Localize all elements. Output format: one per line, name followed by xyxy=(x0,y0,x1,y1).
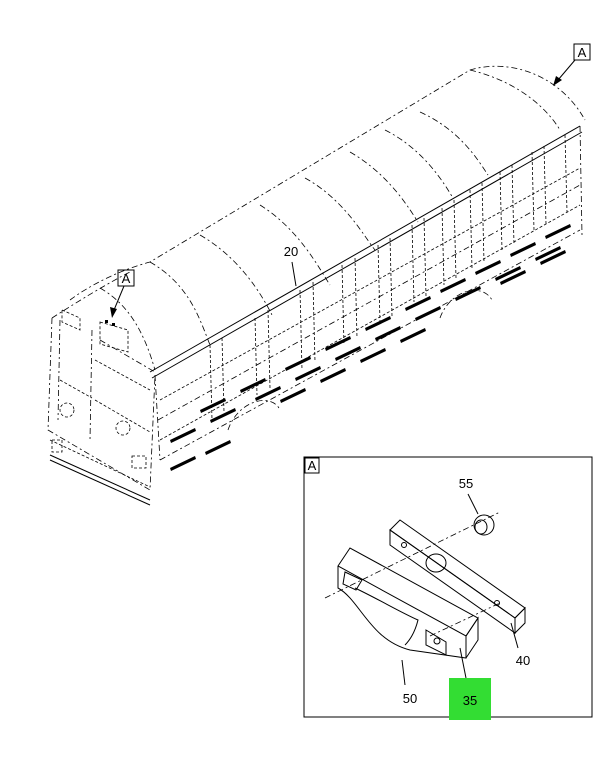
mounting-plate-callout-label: 40 xyxy=(516,653,530,668)
lamp-housing-callout-label: 50 xyxy=(403,691,417,706)
mounting-plate-callout: 40 xyxy=(510,622,530,668)
view-reference-front-label: A xyxy=(122,271,131,286)
bus-body-drawing xyxy=(47,65,586,506)
lamp-assembly xyxy=(337,547,479,659)
detail-view: A 55 xyxy=(303,456,593,720)
lamp-housing-callout: 50 xyxy=(401,659,417,706)
bus-body-callout-label: 20 xyxy=(284,244,298,259)
grommet-callout-label: 55 xyxy=(459,476,473,491)
lamp-lens-highlight[interactable] xyxy=(449,678,491,720)
lamp-lens-callout-label: 35 xyxy=(463,693,477,708)
view-reference-top: A xyxy=(553,43,591,86)
view-reference-front: A xyxy=(110,269,135,318)
bus-body-callout: 20 xyxy=(284,244,298,287)
view-reference-top-label: A xyxy=(578,45,587,60)
mounting-plate xyxy=(389,519,526,635)
detail-view-label: A xyxy=(308,458,317,473)
lamp-lens-callout[interactable]: 35 xyxy=(449,647,491,720)
grommet xyxy=(473,514,495,536)
grommet-callout: 55 xyxy=(459,476,479,515)
